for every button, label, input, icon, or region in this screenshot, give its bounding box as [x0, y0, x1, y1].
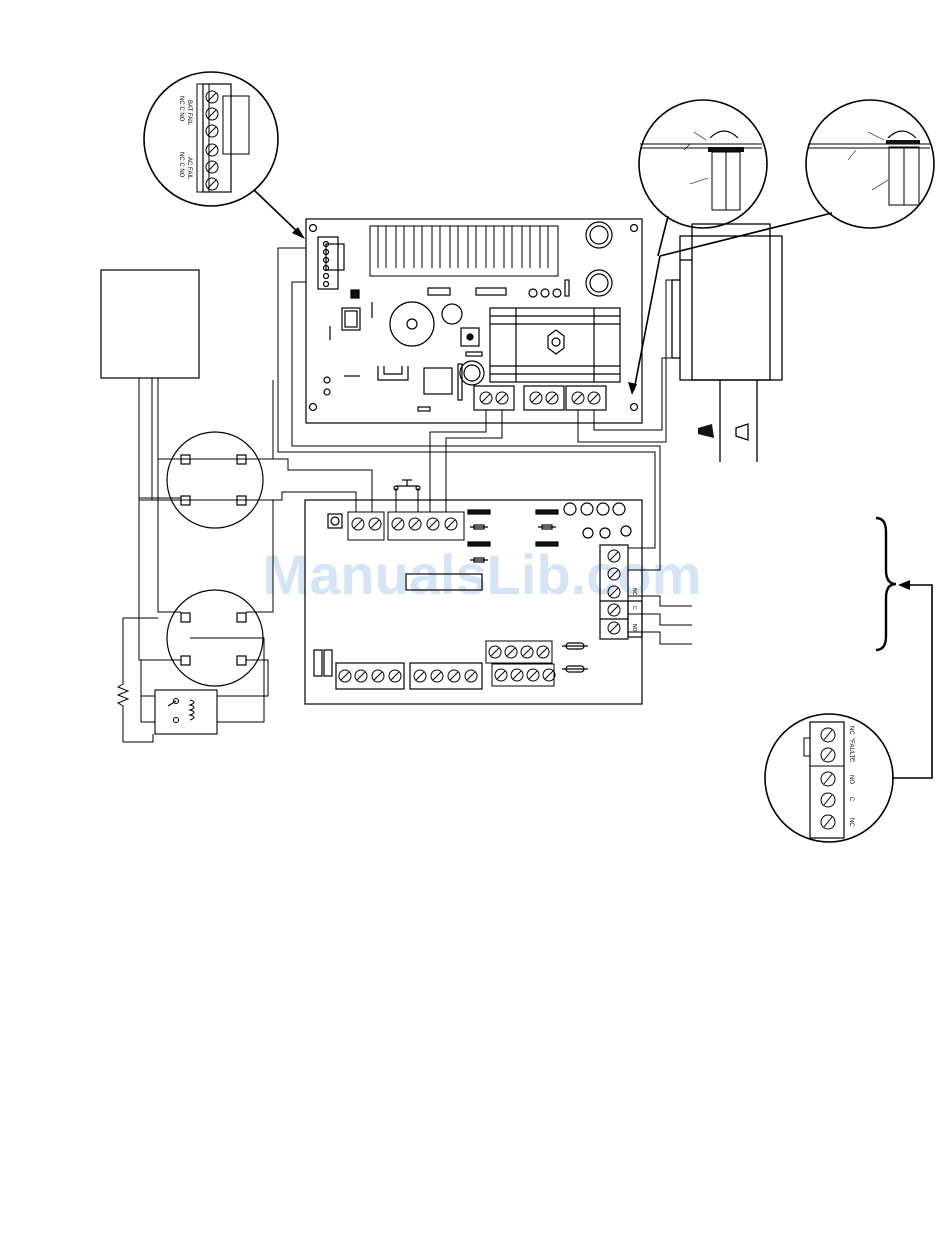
- power-box: [101, 270, 199, 378]
- callout-leader-lines: [628, 213, 832, 395]
- side-label-nc: NC: [631, 588, 637, 596]
- fault-callout-labels: "FAULT" NC C NO C NC: [848, 726, 854, 827]
- relay-coil: [155, 690, 217, 734]
- lock-detail-callout-1: [639, 100, 767, 228]
- fault-term-c: C: [848, 797, 854, 802]
- fault-term-no: NO: [848, 775, 854, 784]
- side-label-c: C: [631, 606, 637, 610]
- fault-term-nc-top: NC: [848, 726, 854, 735]
- relay-callout-labels: BAT FAIL NC C NO AC FAIL NC C NO: [178, 96, 192, 180]
- magnetic-lock: [672, 224, 782, 462]
- fault-term-c-top: C: [848, 758, 854, 763]
- switch-station-1: [167, 432, 263, 528]
- ac-fail-terms: NC C NO: [178, 152, 184, 178]
- side-label-no: NO: [631, 624, 637, 632]
- brace: [876, 518, 896, 650]
- logic-side-labels: NO C NC: [631, 588, 637, 632]
- power-supply-board: [306, 219, 642, 423]
- fault-callout-arrow: [892, 580, 932, 778]
- lock-detail-callout-2: [806, 100, 934, 228]
- relay-callout: [144, 72, 305, 239]
- bat-fail-title: BAT FAIL: [186, 100, 192, 126]
- fault-relay-callout: [765, 714, 893, 842]
- fault-term-nc: NC: [848, 818, 854, 827]
- resistor: [118, 676, 128, 712]
- bat-fail-terms: NC C NO: [178, 96, 184, 122]
- ac-fail-title: AC FAIL: [186, 157, 192, 180]
